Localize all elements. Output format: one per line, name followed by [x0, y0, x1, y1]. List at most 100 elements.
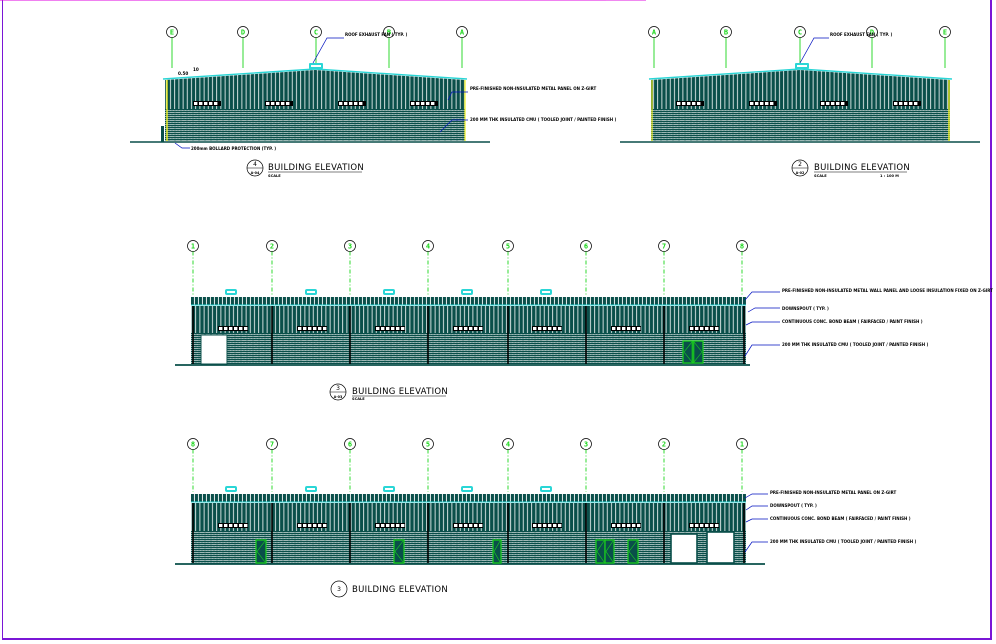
level-name: TOP OF SIDEWALK [103, 0, 996, 1]
elevation-title: BUILDING ELEVATION [814, 163, 910, 173]
leader-line [745, 321, 780, 326]
grid-label: 8 [740, 243, 744, 251]
clerestory-window [676, 101, 704, 106]
grid-label: 7 [662, 243, 666, 251]
grid-label: 3 [348, 243, 352, 251]
title-block: 3 BUILDING ELEVATION [330, 580, 448, 598]
door [627, 539, 639, 564]
roof-exhaust-fan [540, 289, 552, 295]
cmu-wall [165, 109, 465, 141]
note-cmu: 200 MM THK INSULATED CMU ( TOOLED JOINT … [782, 342, 928, 347]
grid-label: E [170, 29, 174, 37]
scale-label: SCALE [814, 174, 827, 178]
grid-label: B [724, 29, 728, 37]
note-downspout: DOWNSPOUT ( TYP. ) [782, 306, 829, 311]
reference-bubble [330, 580, 348, 598]
grid-label: 3 [584, 441, 588, 449]
scale-label: SCALE [268, 174, 281, 178]
level-name: GRADE LINE [103, 0, 996, 1]
clerestory-window [689, 523, 719, 528]
clerestory-window [375, 326, 405, 331]
ref-number: 3 [337, 586, 341, 593]
grid-label: 5 [426, 441, 430, 449]
grid-label: C [798, 29, 802, 37]
level-name: EAVES HEIGHT [103, 0, 996, 1]
grid-marker: 6 [580, 240, 592, 296]
scale-label: SCALE [352, 397, 365, 401]
clerestory-window [893, 101, 921, 106]
level-marker: EL.-150TOP OF SIDEWALK [0, 0, 996, 1]
note-roof-fan: ROOF EXHAUST FAN ( TYP. ) [345, 32, 407, 37]
leader-line [745, 505, 768, 511]
clerestory-window [297, 326, 327, 331]
leader-line [799, 37, 829, 64]
clerestory-window [532, 523, 562, 528]
grid-label: E [943, 29, 947, 37]
leader-line [744, 493, 768, 499]
bollard [161, 126, 164, 142]
grid-label: 1 [191, 243, 195, 251]
grid-label: D [241, 29, 245, 37]
grid-label: 6 [348, 441, 352, 449]
roof-fascia [191, 297, 746, 305]
leader-line [747, 307, 780, 313]
clerestory-window [410, 101, 438, 106]
grid-label: 8 [191, 441, 195, 449]
level-value: EL.-150 [103, 0, 996, 1]
note-metal-panel: PRE-FINISHED NON-INSULATED METAL PANEL O… [770, 490, 897, 495]
clerestory-window [375, 523, 405, 528]
level-value: EL.+5.00 [103, 0, 996, 1]
grid-marker: 7 [266, 438, 278, 492]
note-cmu: 200 MM THK INSULATED CMU ( TOOLED JOINT … [770, 539, 916, 544]
grid-label: 2 [270, 243, 274, 251]
leader-line [744, 344, 780, 357]
grid-label: 4 [506, 441, 510, 449]
note-roof-fan: ROOF EXHAUST FAN ( TYP. ) [830, 32, 892, 37]
clerestory-window [218, 523, 248, 528]
grid-marker: A [456, 26, 468, 68]
door [255, 539, 267, 564]
metal-wall-panel [651, 70, 950, 110]
level-marker: EL.+3.00TOP OF BOND BEAM [0, 0, 996, 1]
grid-marker: 2 [266, 240, 278, 296]
cmu-wall [651, 109, 950, 141]
grid-marker: 8 [736, 240, 748, 296]
grid-label: 5 [506, 243, 510, 251]
grid-label: 6 [584, 243, 588, 251]
clerestory-window [218, 326, 248, 331]
leader-line [439, 119, 468, 133]
clerestory-window [193, 101, 221, 106]
double-door [682, 340, 704, 364]
grid-label: 2 [662, 441, 666, 449]
cmu-wall [191, 531, 746, 564]
level-value: EL.-200 [103, 0, 996, 1]
clerestory-window [820, 101, 848, 106]
door [492, 539, 502, 564]
door [604, 539, 615, 564]
grid-label: B [387, 29, 391, 37]
roof-exhaust-fan [225, 289, 237, 295]
roof-exhaust-fan [461, 486, 473, 492]
roof-exhaust-fan [383, 486, 395, 492]
note-bond-beam: CONTINUOUS CONC. BOND BEAM ( FAIRFACED /… [782, 319, 923, 324]
leader-line [174, 142, 190, 149]
clerestory-window [611, 523, 641, 528]
clerestory-window [338, 101, 366, 106]
note-metal-panel: PRE-FINISHED NON-INSULATED METAL PANEL O… [470, 86, 597, 91]
roof-exhaust-fan [309, 63, 323, 69]
grid-marker: 3 [580, 438, 592, 492]
ref-sheet: A-02 [796, 171, 805, 175]
door [595, 539, 606, 564]
clerestory-window [611, 326, 641, 331]
grid-label: A [652, 29, 657, 37]
grid-marker: 2 [658, 438, 670, 492]
metal-wall-panel [165, 70, 465, 110]
grid-marker: 5 [422, 438, 434, 492]
ref-sheet: A-04 [251, 171, 260, 175]
clerestory-window [453, 523, 483, 528]
roof-exhaust-fan [305, 289, 317, 295]
grid-label: 1 [740, 441, 744, 449]
ref-number: 2 [798, 161, 802, 168]
level-marker: EL.+5.00EAVES HEIGHT [0, 0, 996, 1]
